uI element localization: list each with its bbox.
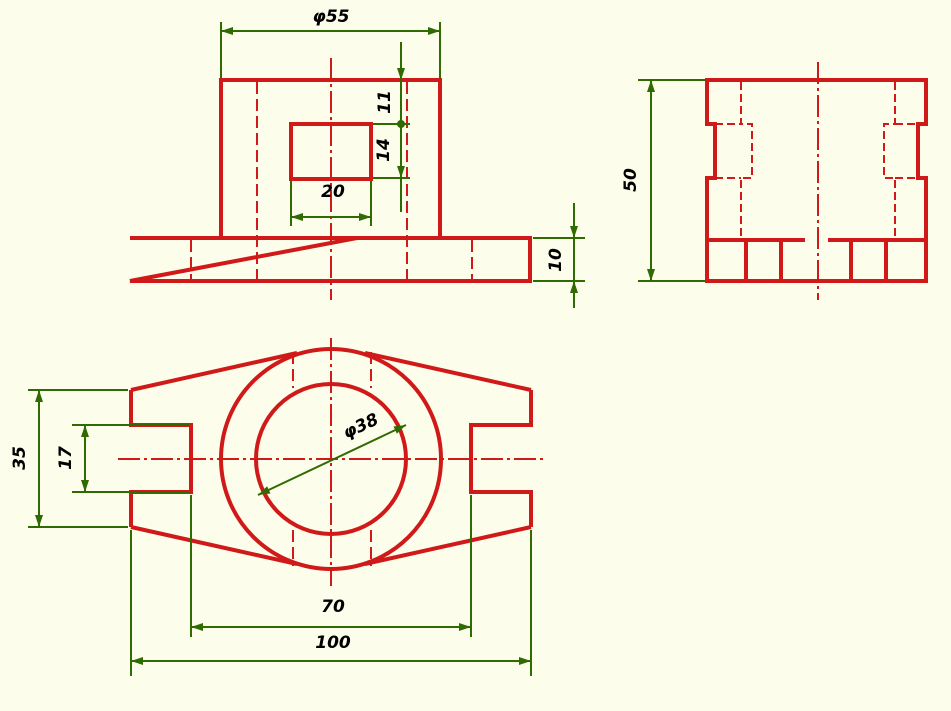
- dim-hole-width-label: 20: [321, 182, 345, 202]
- dim-slot-spacing-label: 70: [321, 597, 345, 617]
- dim-hole-top-label: 11: [375, 90, 395, 114]
- dim-base-height-label: 10: [546, 248, 566, 272]
- front-view: φ55 11 14 20 10: [129, 7, 585, 308]
- top-view-dimensions: [28, 389, 532, 676]
- dim-front-width-label: φ55: [313, 7, 350, 27]
- dim-slot-width-label: 17: [56, 446, 76, 470]
- top-view: φ38 35 17 70 100: [10, 338, 544, 676]
- dim-hole-height-label: 14: [374, 138, 394, 162]
- dim-total-length-label: 100: [315, 633, 351, 653]
- front-view-hidden-lines: [190, 82, 473, 279]
- side-view-hidden-lines: [715, 82, 918, 238]
- side-view-dimensions: [638, 79, 705, 282]
- side-view: 50: [621, 62, 928, 300]
- dim-top-width-label: 35: [10, 446, 30, 470]
- dim-side-height-label: 50: [621, 168, 641, 192]
- front-view-dimensions: [220, 22, 585, 308]
- top-view-hidden-lines: [292, 352, 372, 566]
- leader-dot: [397, 120, 405, 128]
